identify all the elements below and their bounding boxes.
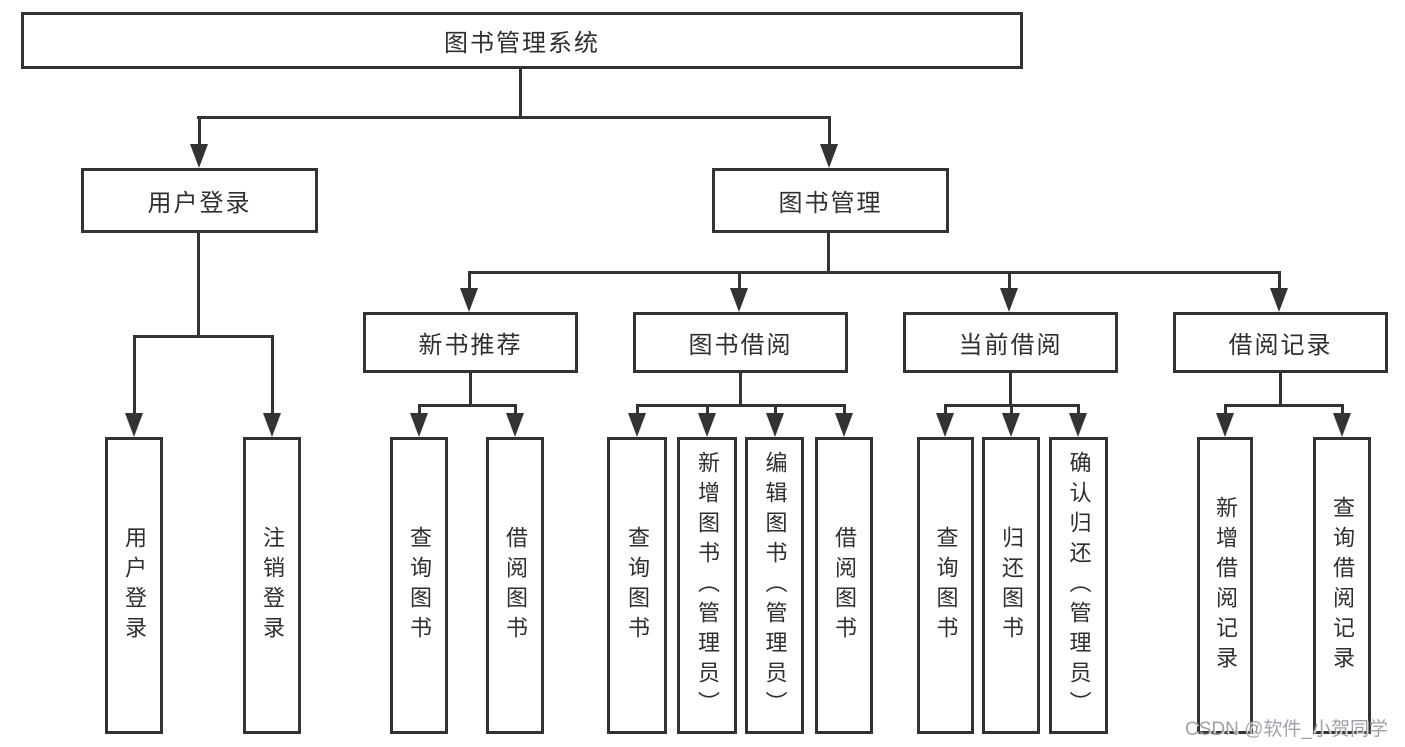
connector xyxy=(1008,271,1011,290)
arrowhead-icon xyxy=(820,144,838,168)
connector xyxy=(739,373,742,406)
connector xyxy=(1224,404,1344,407)
leaf-borrow-books-label: 借阅图书 xyxy=(832,525,857,646)
arrowhead-icon xyxy=(1002,413,1020,437)
leaf-query-books-recommend: 查询图书 xyxy=(390,437,448,734)
csdn-watermark: CSDN @软件_小贺同学 xyxy=(1185,719,1388,740)
leaf-confirm-return-admin: 确认归还（管理员） xyxy=(1049,437,1108,734)
connector xyxy=(198,116,201,146)
leaf-return-books-label: 归还图书 xyxy=(999,525,1024,646)
connector xyxy=(469,373,472,406)
node-user-login-label: 用户登录 xyxy=(147,190,252,217)
connector xyxy=(133,335,136,415)
leaf-add-book-admin: 新增图书（管理员） xyxy=(677,437,737,734)
node-book-borrowing: 图书借阅 xyxy=(633,312,848,373)
leaf-query-borrow-record: 查询借阅记录 xyxy=(1313,437,1371,734)
leaf-borrow-books-recommend-label: 借阅图书 xyxy=(503,525,528,646)
arrowhead-icon xyxy=(460,288,478,312)
leaf-query-borrow-record-label: 查询借阅记录 xyxy=(1330,495,1355,676)
connector xyxy=(271,335,274,415)
connector xyxy=(514,404,517,415)
node-borrowing-records-label: 借阅记录 xyxy=(1228,332,1333,359)
node-new-book-recommend-label: 新书推荐 xyxy=(418,332,523,359)
node-current-borrowing-label: 当前借阅 xyxy=(958,332,1063,359)
connector xyxy=(738,271,741,290)
leaf-add-borrow-record: 新增借阅记录 xyxy=(1197,437,1253,734)
node-borrowing-records: 借阅记录 xyxy=(1173,312,1388,373)
connector xyxy=(843,404,846,415)
connector xyxy=(197,233,200,337)
connector xyxy=(418,404,421,415)
connector xyxy=(636,404,846,407)
connector xyxy=(828,116,831,146)
node-current-borrowing: 当前借阅 xyxy=(903,312,1118,373)
connector xyxy=(418,404,517,407)
leaf-user-login-label: 用户登录 xyxy=(122,525,147,646)
arrowhead-icon xyxy=(1000,288,1018,312)
connector xyxy=(133,335,274,338)
connector xyxy=(1009,373,1012,406)
leaf-confirm-return-admin-label: 确认归还（管理员） xyxy=(1066,450,1092,721)
arrowhead-icon xyxy=(1069,413,1087,437)
arrowhead-icon xyxy=(628,413,646,437)
leaf-query-books-recommend-label: 查询图书 xyxy=(407,525,432,646)
node-new-book-recommend: 新书推荐 xyxy=(363,312,578,373)
connector xyxy=(1279,373,1282,406)
leaf-query-books-current: 查询图书 xyxy=(917,437,974,734)
connector xyxy=(1341,404,1344,415)
leaf-edit-book-admin-label: 编辑图书（管理员） xyxy=(762,450,788,721)
arrowhead-icon xyxy=(410,413,428,437)
connector xyxy=(827,233,830,273)
arrowhead-icon xyxy=(936,413,954,437)
connector xyxy=(197,116,831,119)
connector xyxy=(519,69,522,118)
node-root-label: 图书管理系统 xyxy=(444,30,600,57)
arrowhead-icon xyxy=(1333,413,1351,437)
leaf-logout-label: 注销登录 xyxy=(260,525,285,646)
arrowhead-icon xyxy=(730,288,748,312)
node-book-management-label: 图书管理 xyxy=(778,190,883,217)
connector xyxy=(706,404,709,415)
arrowhead-icon xyxy=(835,413,853,437)
node-book-borrowing-label: 图书借阅 xyxy=(688,332,793,359)
connector xyxy=(774,404,777,415)
leaf-logout: 注销登录 xyxy=(243,437,301,734)
connector xyxy=(944,404,947,415)
leaf-query-books-borrowing-label: 查询图书 xyxy=(625,525,650,646)
arrowhead-icon xyxy=(506,413,524,437)
leaf-add-book-admin-label: 新增图书（管理员） xyxy=(695,450,720,721)
connector xyxy=(636,404,639,415)
connector xyxy=(1077,404,1080,415)
leaf-borrow-books-recommend: 借阅图书 xyxy=(486,437,544,734)
leaf-query-books-current-label: 查询图书 xyxy=(933,525,959,646)
leaf-borrow-books: 借阅图书 xyxy=(815,437,873,734)
leaf-edit-book-admin: 编辑图书（管理员） xyxy=(745,437,804,734)
arrowhead-icon xyxy=(125,413,143,437)
arrowhead-icon xyxy=(1216,413,1234,437)
connector xyxy=(468,271,471,290)
connector xyxy=(468,271,1281,274)
connector xyxy=(1278,271,1281,290)
arrowhead-icon xyxy=(263,413,281,437)
leaf-add-borrow-record-label: 新增借阅记录 xyxy=(1213,495,1238,676)
connector xyxy=(1010,404,1013,415)
arrowhead-icon xyxy=(190,144,208,168)
leaf-query-books-borrowing: 查询图书 xyxy=(607,437,667,734)
connector xyxy=(1224,404,1227,415)
node-user-login: 用户登录 xyxy=(81,168,318,233)
arrowhead-icon xyxy=(698,413,716,437)
arrowhead-icon xyxy=(766,413,784,437)
arrowhead-icon xyxy=(1270,288,1288,312)
node-book-management: 图书管理 xyxy=(712,168,949,233)
leaf-user-login: 用户登录 xyxy=(105,437,163,734)
node-root: 图书管理系统 xyxy=(21,12,1023,69)
leaf-return-books: 归还图书 xyxy=(982,437,1040,734)
